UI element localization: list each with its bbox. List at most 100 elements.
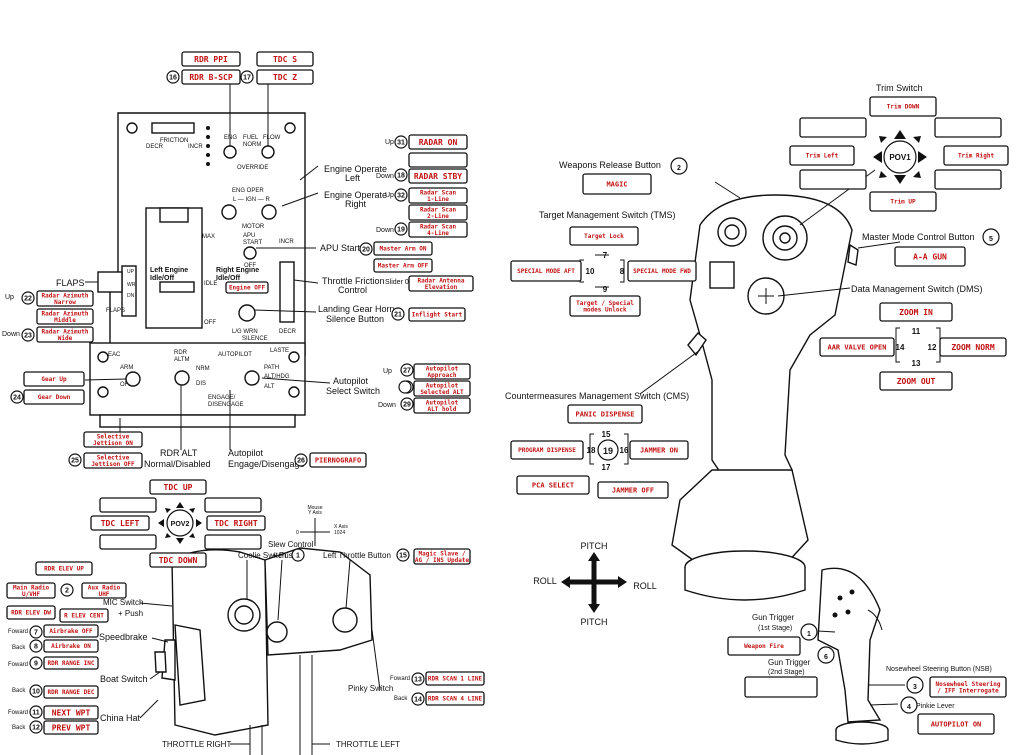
action-box-frame	[36, 326, 94, 343]
label-engine-operate-right-2: Right	[345, 199, 367, 209]
number-circle-text: 11	[32, 710, 40, 717]
action-box-a-a-gun: A-A GUN	[894, 246, 966, 267]
roll-right-label: ROLL	[633, 581, 657, 591]
friction-label: FRICTION	[160, 138, 188, 144]
action-box-text: NEXT WPT	[52, 708, 91, 717]
number-circle-ring	[29, 720, 43, 734]
action-box-rdr-elev-up: RDR ELEV UP	[35, 561, 93, 576]
number-circle-21: 21	[391, 307, 405, 321]
number-circle-text: 14	[414, 697, 422, 704]
action-box-text: Elevation	[425, 284, 458, 291]
action-box-frame	[225, 281, 269, 294]
action-box-prev-wpt: PREV WPT	[43, 720, 99, 735]
action-box-frame	[373, 241, 433, 256]
action-box-text: RDR SCAN 1 LINE	[428, 676, 483, 683]
label-landing-gear-horn: Landing Gear Horn	[318, 304, 395, 314]
action-box-text: TDC UP	[164, 483, 193, 492]
number-circle-32: 32	[394, 188, 408, 202]
pitch-bottom-label: PITCH	[581, 617, 608, 627]
action-box-frame	[43, 624, 99, 638]
number-circle-ring	[411, 672, 425, 686]
action-box-text: PCA SELECT	[532, 481, 574, 489]
max-label: MAX	[202, 234, 215, 240]
action-box-inflight-start: Inflight Start	[408, 307, 466, 322]
number-circle-big-2: 2	[670, 157, 688, 175]
action-box-zoom-norm: ZOOM NORM	[939, 337, 1007, 357]
label-throttle-friction: Throttle Friction	[322, 276, 385, 286]
number-circle-text: 8	[34, 644, 38, 651]
action-box-rdr-scan-4-line: RDR SCAN 4 LINE	[425, 691, 485, 706]
action-box-text: Autopilot	[426, 399, 459, 406]
action-box-text: Trim Right	[958, 153, 995, 160]
x-zero-label: 0	[296, 530, 299, 536]
action-box-frame	[408, 187, 468, 204]
number-circle-text: 17	[243, 75, 251, 82]
label-back-14: Back	[394, 696, 408, 702]
number-circle-text: 2	[677, 165, 681, 172]
rdr-label: RDR	[174, 350, 188, 356]
number-circle-text: 23	[24, 333, 32, 340]
number-circle-ring	[68, 453, 82, 467]
number-circle-31: 31	[394, 135, 408, 149]
number-circle-10: 10	[29, 684, 43, 698]
start-label: START	[243, 240, 262, 246]
decr2-label: DECR	[279, 329, 297, 335]
action-box-frame	[43, 639, 99, 653]
number-circle-ring	[817, 646, 835, 664]
action-box-frame	[744, 676, 818, 698]
action-box-text: Autopilot	[426, 382, 459, 389]
number-circle-ring	[291, 548, 305, 562]
action-box-text: / IFF Interrogate	[937, 687, 999, 694]
action-box-text: PREV WPT	[52, 723, 91, 732]
apu-label: APU	[243, 233, 255, 239]
number-circle-ring	[394, 188, 408, 202]
action-box-text: TDC RIGHT	[214, 519, 258, 528]
dms-num-12: 12	[928, 343, 937, 352]
action-box-text: Airbrake ON	[51, 643, 91, 650]
label-up-27: Up	[383, 368, 392, 375]
action-box-frame	[149, 479, 207, 495]
roll-left-label: ROLL	[533, 576, 557, 586]
action-box-next-wpt: NEXT WPT	[43, 705, 99, 720]
action-box-frame	[59, 608, 109, 623]
action-box-frame	[309, 452, 367, 468]
action-box-frame	[83, 452, 143, 469]
action-box-tdc-right: TDC RIGHT	[206, 515, 266, 531]
action-box-magic: MAGIC	[582, 173, 652, 195]
override-label: OVERRIDE	[237, 165, 268, 171]
tms-num-8: 8	[620, 267, 625, 276]
cms-num-15: 15	[602, 430, 611, 439]
action-box-text: AG / INS Update	[415, 557, 470, 564]
label-down-23: Down	[2, 331, 20, 338]
label-trim-switch: Trim Switch	[876, 83, 923, 93]
label-up-31: Up	[385, 139, 394, 146]
number-circle-empty	[398, 380, 412, 394]
number-circle-20: 20	[359, 242, 373, 256]
action-box-text: RDR B-SCP	[189, 73, 233, 82]
number-circle-text: 3	[913, 684, 917, 691]
action-box-r-elev-cent: R ELEV CENT	[59, 608, 109, 623]
action-box-text: Radar Antenna	[418, 277, 465, 284]
label-cms-title: Countermeasures Management Switch (CMS)	[505, 391, 689, 401]
label-autopilot-engage-2: Engage/Disengage	[228, 459, 305, 469]
action-box-zoom-in: ZOOM IN	[879, 302, 953, 322]
number-circle-16: 16	[166, 70, 180, 84]
number-circle-ring	[21, 328, 35, 342]
action-box-gear-up: Gear Up	[23, 371, 85, 387]
action-box-rdr-elev-dw: RDR ELEV DW	[6, 605, 56, 620]
number-circle-9: 9	[29, 656, 43, 670]
action-box-frame	[90, 515, 150, 531]
cms-num-18: 18	[587, 446, 596, 455]
incr2-label: INCR	[279, 239, 294, 245]
label-weapons-release: Weapons Release Button	[559, 160, 661, 170]
number-circle-23: 23	[21, 328, 35, 342]
action-box-frame	[408, 168, 468, 184]
nrm-label: NRM	[196, 366, 210, 372]
cms-num-16: 16	[620, 446, 629, 455]
action-box-text: PIERNOGRAFO	[315, 456, 361, 464]
action-box-frame	[99, 534, 157, 550]
action-box-tdc-down: TDC DOWN	[149, 552, 207, 568]
tms-num-10: 10	[586, 267, 595, 276]
